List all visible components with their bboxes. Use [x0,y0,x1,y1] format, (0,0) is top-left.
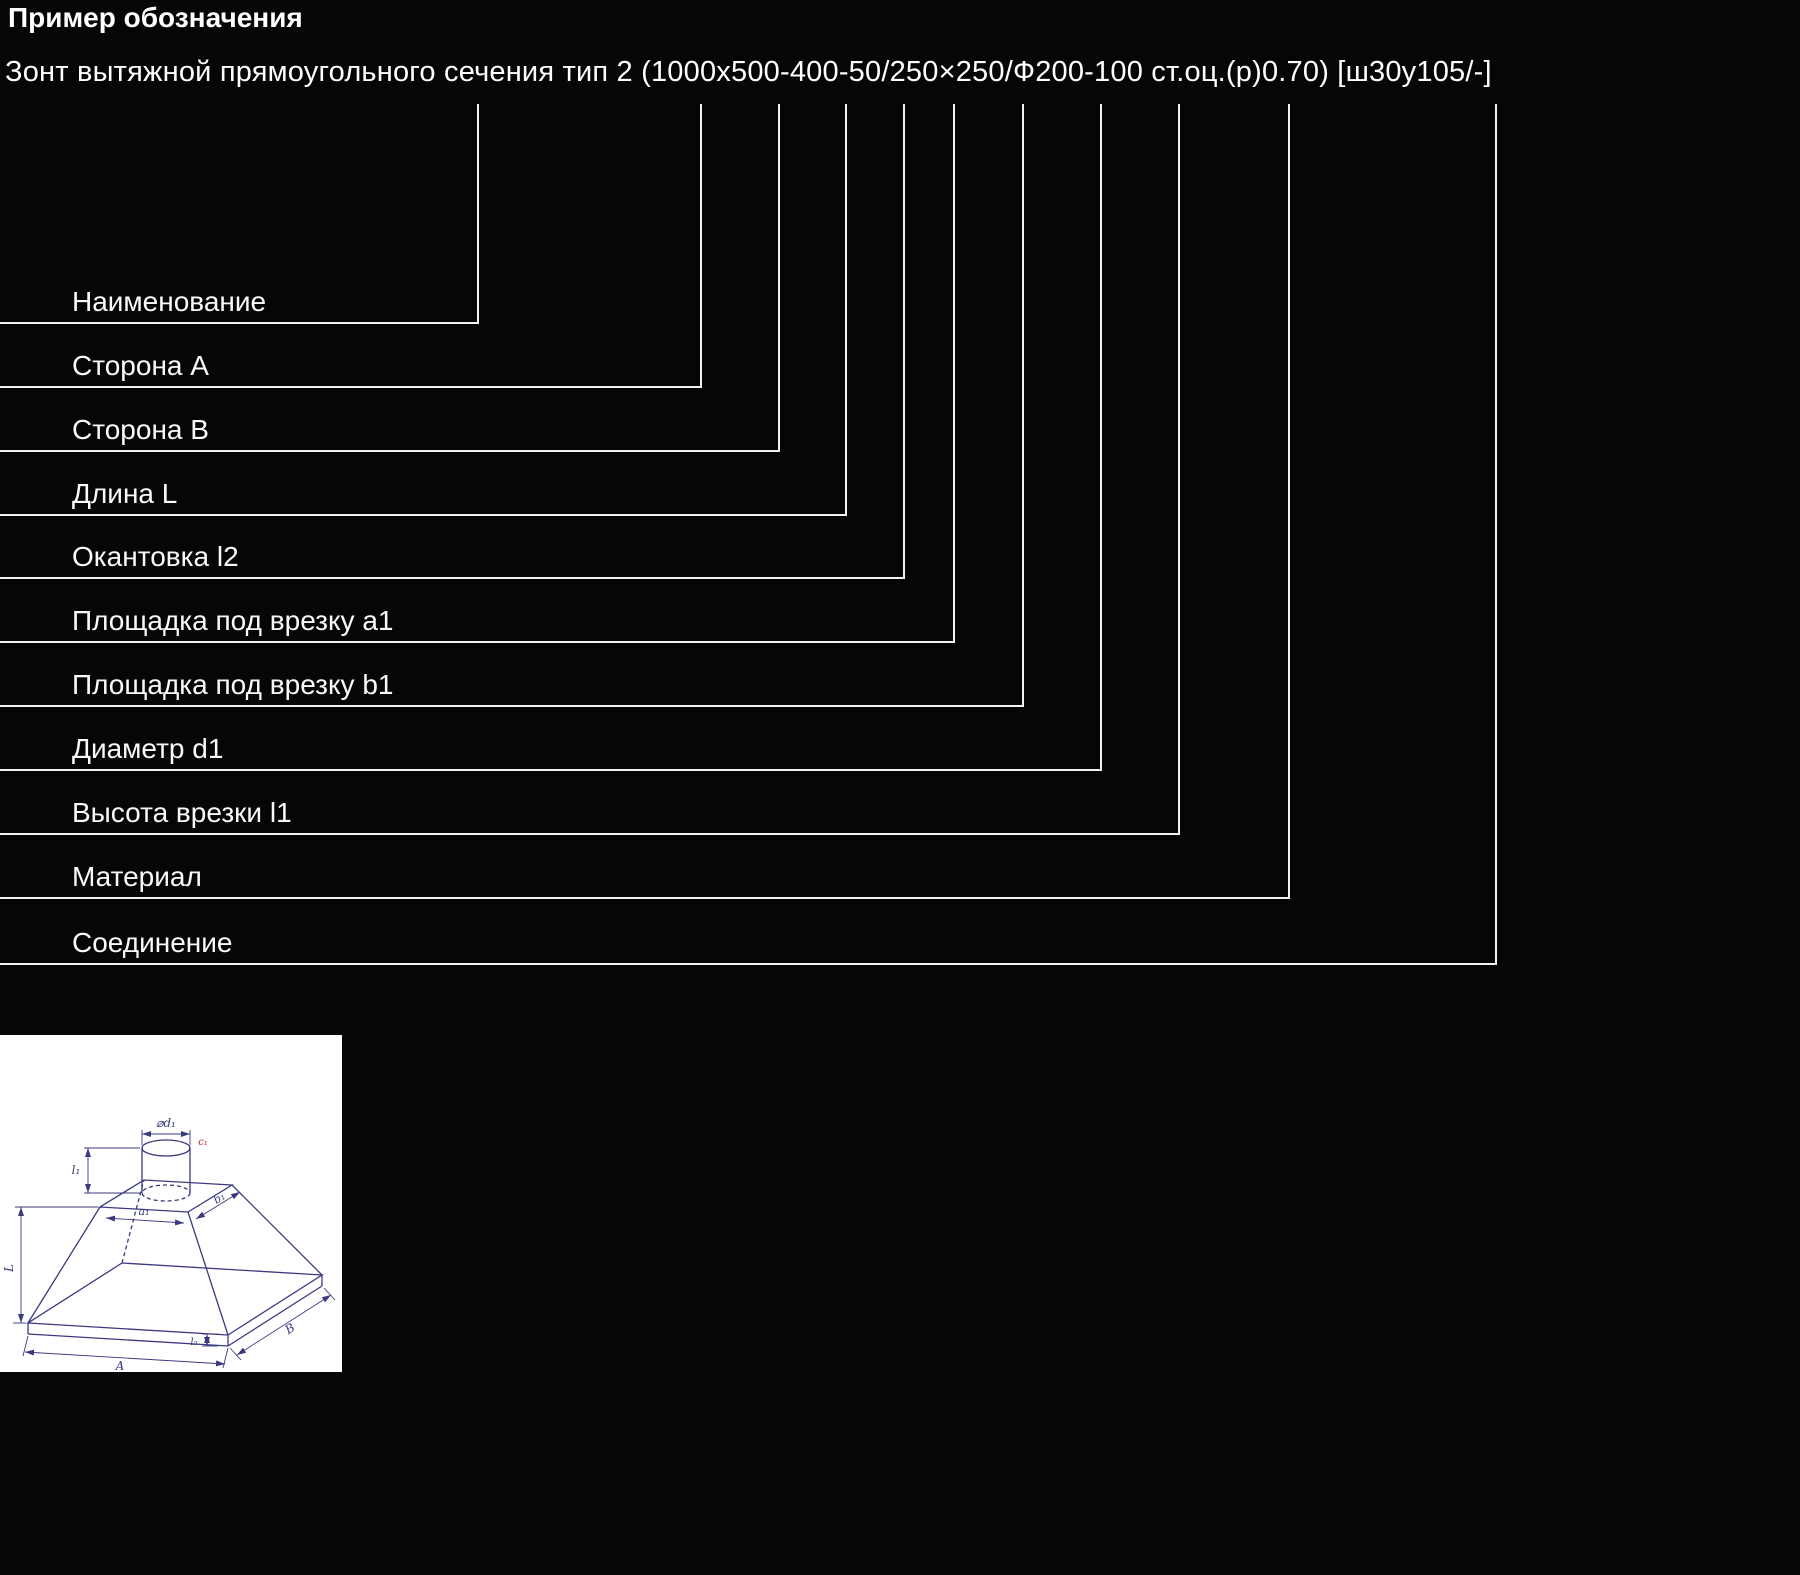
callout-connector [477,104,479,322]
callout-label: Диаметр d1 [72,733,224,764]
callout-underline [0,386,702,388]
dimension-labels: ⌀d₁ l₁ c₁ a₁ b₁ L A B l₂ [2,1116,297,1372]
hood-drawing-panel: ⌀d₁ l₁ c₁ a₁ b₁ L A B l₂ [0,1035,342,1372]
callout-underline [0,577,905,579]
callout-underline [0,705,1024,707]
callout-underline [0,963,1497,965]
callout-label: Окантовка l2 [72,541,239,572]
dim-label-L: L [2,1264,16,1273]
callout-underline [0,322,479,324]
dim-label-a1: a₁ [139,1205,150,1218]
callout-label: Наименование [72,286,267,317]
page-title: Пример обозначения [8,2,303,33]
callout-label: Длина L [72,478,178,509]
dim-label-l1: l₁ [72,1163,81,1177]
callout-connector [1288,104,1290,897]
hood-technical-drawing: ⌀d₁ l₁ c₁ a₁ b₁ L A B l₂ [2,1116,336,1372]
dim-label-d1: ⌀d₁ [156,1116,176,1130]
callout-connector [1022,104,1024,705]
callout-connector [778,104,780,450]
callout-underline [0,514,847,516]
dim-label-c1: c₁ [198,1137,208,1148]
callout-underline [0,833,1180,835]
dimension-lines [13,1130,336,1369]
dim-label-B: B [282,1320,298,1337]
callout-underline [0,450,780,452]
callout-connector [845,104,847,514]
callout-label: Площадка под врезку a1 [72,605,394,636]
callout-connector [1495,104,1497,963]
callout-connector [700,104,702,386]
callout-underline [0,769,1102,771]
dim-label-b1: b₁ [211,1189,228,1206]
callout-label: Соединение [72,927,233,958]
callout-connector [1100,104,1102,769]
callout-label: Материал [72,861,202,892]
callout-label: Высота врезки l1 [72,797,292,828]
callout-underline [0,897,1290,899]
callout-label: Сторона B [72,414,209,445]
callout-underline [0,641,955,643]
dim-label-A: A [115,1359,125,1372]
dim-label-l2: l₂ [190,1337,197,1348]
callout-label: Площадка под врезку b1 [72,669,394,700]
callout-connector [1178,104,1180,833]
designation-text: Зонт вытяжной прямоугольного сечения тип… [5,56,1492,88]
callout-connector [903,104,905,577]
callout-connector [953,104,955,641]
callout-label: Сторона A [72,350,209,381]
